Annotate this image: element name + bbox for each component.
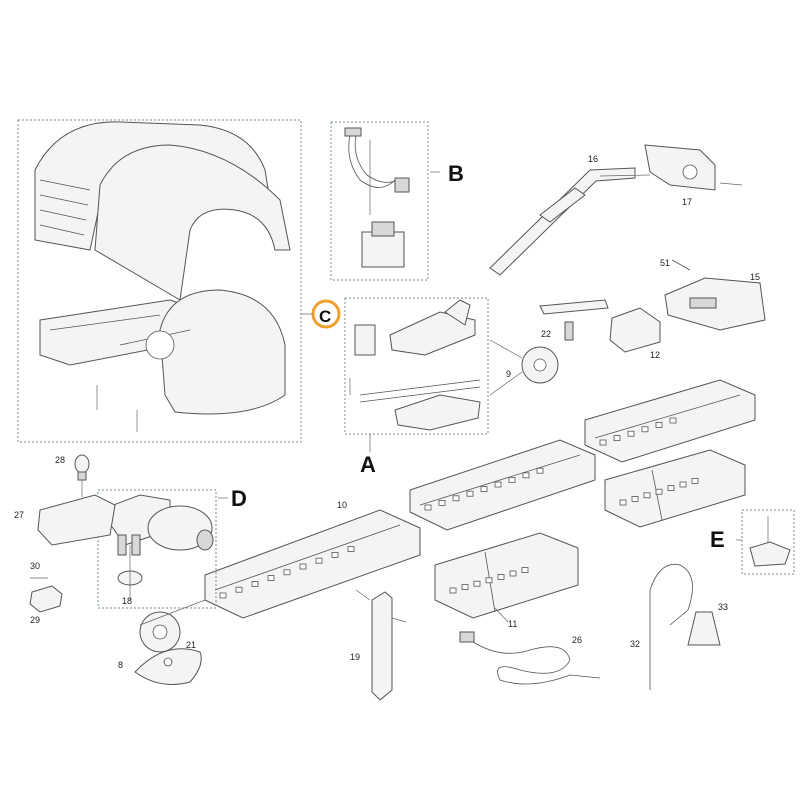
rail-hole: [494, 481, 502, 488]
control-board-assembly: [37, 454, 116, 546]
small-parts-29-30: [29, 577, 63, 613]
rail-hole: [438, 499, 446, 506]
rail-hole: [267, 575, 275, 581]
group-e-clip: [749, 516, 791, 567]
part-label-32: 32: [630, 639, 640, 649]
rail-hole: [497, 574, 505, 580]
part-label-19: 19: [350, 652, 360, 662]
rail-hole: [299, 563, 307, 570]
rail-hole: [219, 592, 227, 599]
part-label-30: 30: [30, 561, 40, 571]
rail-sections: [204, 379, 756, 623]
rail-hole: [669, 417, 677, 424]
hanging-bracket: [355, 589, 407, 701]
part-label-16: 16: [588, 154, 598, 164]
rail-hole: [691, 477, 699, 484]
header-bracket-assembly: [664, 259, 766, 331]
drive-sprocket-and-guard: [134, 599, 206, 685]
group-label-c: C: [319, 307, 331, 326]
rail-hole: [466, 490, 474, 497]
rail-hole-pattern: [219, 417, 699, 599]
rail-hole: [631, 495, 639, 502]
part-label-12: 12: [650, 350, 660, 360]
rail-hole: [473, 580, 481, 587]
group-label-e: E: [710, 527, 725, 552]
rail-hole: [235, 586, 243, 593]
part-label-28: 28: [55, 455, 65, 465]
rail-hole: [627, 430, 635, 437]
door-arm-assembly: [489, 144, 743, 276]
rail-hole: [521, 567, 529, 573]
group-c-frame: [17, 119, 302, 443]
rail-hole: [667, 485, 675, 492]
rail-hole: [424, 504, 432, 511]
rail-hole: [643, 492, 651, 499]
part-label-18: 18: [122, 596, 132, 606]
part-label-51: 51: [660, 258, 670, 268]
rail-hole: [641, 426, 649, 433]
rail-hole: [315, 557, 323, 564]
part-label-10: 10: [337, 500, 347, 510]
label-leaders: [218, 171, 742, 541]
group-d-frame: [97, 489, 217, 609]
rail-bracket-assembly: [539, 299, 661, 353]
part-label-33: 33: [718, 602, 728, 612]
group-label-d: D: [231, 486, 247, 511]
rail-hole: [452, 495, 460, 502]
part-label-17: 17: [682, 197, 692, 207]
rail-hole: [509, 570, 517, 577]
rail-hole: [485, 577, 493, 584]
rail-hole: [449, 587, 457, 594]
group-label-a: A: [360, 452, 376, 477]
rail-hole: [655, 488, 663, 495]
part-label-11: 11: [508, 619, 517, 629]
idler-sprocket: [489, 339, 559, 396]
carriage-assembly: [349, 299, 481, 431]
rail-hole: [613, 435, 621, 442]
part-label-22: 22: [541, 329, 551, 339]
rail-hole: [347, 546, 355, 552]
part-label-15: 15: [750, 272, 760, 282]
transformer-assembly: [344, 127, 410, 268]
rail-hole: [508, 476, 516, 483]
group-a-frame: [344, 297, 489, 435]
part-label-9: 9: [506, 369, 511, 379]
part-label-8: 8: [118, 660, 123, 670]
rail-hole: [331, 552, 339, 558]
group-label-b: B: [448, 161, 464, 186]
rail-hole: [461, 584, 469, 590]
part-label-21: 21: [186, 640, 196, 650]
release-cord-and-knob: [649, 563, 721, 690]
part-label-27: 27: [14, 510, 24, 520]
group-e-frame: [741, 509, 795, 575]
rail-hole: [599, 439, 607, 446]
motor-gear-assembly: [99, 494, 214, 600]
rail-hole: [655, 421, 663, 428]
rail-hole: [251, 581, 259, 587]
rail-hole: [522, 472, 530, 479]
rail-hole: [679, 481, 687, 488]
part-label-26: 26: [572, 635, 582, 645]
rail-hole: [283, 569, 291, 576]
rail-hole: [480, 486, 488, 493]
part-label-29: 29: [30, 615, 40, 625]
power-cord: [459, 631, 601, 685]
cover-housing: [34, 121, 291, 432]
rail-hole: [536, 467, 544, 474]
rail-hole: [619, 499, 627, 506]
group-b-frame: [330, 121, 429, 281]
